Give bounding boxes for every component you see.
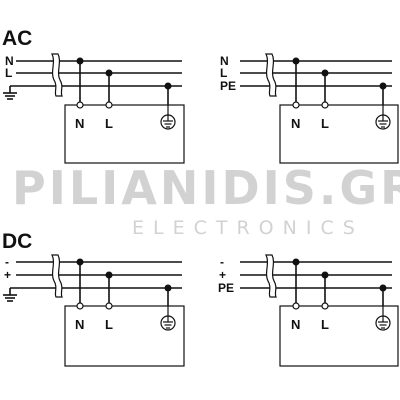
terminal-l: [105, 302, 113, 310]
terminal-n: [292, 101, 300, 109]
junction-dot: [76, 57, 84, 65]
ac-heading: AC: [2, 27, 32, 50]
terminal-l: [105, 101, 113, 109]
terminal-label-l: L: [321, 116, 329, 131]
watermark-tagline: ELECTRONICS: [132, 217, 364, 239]
wire-label-3: PE: [220, 79, 236, 93]
watermark-brand: PILIANIDIS.GR: [12, 161, 400, 215]
panel-ac-left: N L N L: [3, 53, 185, 164]
terminal-n: [76, 101, 84, 109]
device-box: [64, 305, 185, 367]
device-box: [64, 104, 185, 164]
terminal-n: [76, 302, 84, 310]
dc-heading: DC: [2, 230, 32, 253]
junction-dot: [105, 271, 113, 279]
terminal-l: [321, 101, 329, 109]
terminal-label-n: N: [291, 317, 300, 332]
terminal-label-l: L: [105, 317, 113, 332]
cable-break-icon: [51, 254, 63, 298]
wire-label-1: -: [5, 255, 9, 269]
protective-earth-icon: [375, 105, 391, 130]
wire-label-2: +: [219, 268, 226, 282]
wire-label-1: N: [5, 54, 14, 68]
terminal-label-n: N: [75, 116, 84, 131]
wire-label-3: PE: [218, 281, 234, 295]
ground-icon: [3, 288, 17, 302]
terminal-label-n: N: [291, 116, 300, 131]
panel-dc-left: - + N L: [3, 254, 185, 367]
terminal-l: [321, 302, 329, 310]
protective-earth-icon: [375, 306, 391, 331]
junction-dot: [379, 284, 387, 292]
terminal-label-l: L: [105, 116, 113, 131]
junction-dot: [321, 69, 329, 77]
wire-label-2: L: [220, 66, 227, 80]
junction-dot: [76, 258, 84, 266]
protective-earth-icon: [160, 105, 176, 130]
terminal-label-l: L: [321, 317, 329, 332]
wire-label-1: -: [220, 255, 224, 269]
junction-dot: [164, 82, 172, 90]
junction-dot: [292, 258, 300, 266]
protective-earth-icon: [160, 306, 176, 331]
terminal-label-n: N: [75, 317, 84, 332]
cable-break-icon: [265, 53, 277, 97]
panel-dc-right: - + PE N L: [218, 254, 399, 367]
wire-label-1: N: [220, 54, 229, 68]
device-box: [279, 305, 399, 367]
junction-dot: [105, 69, 113, 77]
terminal-n: [292, 302, 300, 310]
device-box: [279, 104, 399, 164]
junction-dot: [292, 57, 300, 65]
cable-break-icon: [51, 53, 63, 97]
junction-dot: [164, 284, 172, 292]
wire-label-2: +: [4, 268, 11, 282]
wire-label-2: L: [5, 66, 12, 80]
panel-ac-right: N L PE N L: [220, 53, 399, 164]
junction-dot: [321, 271, 329, 279]
ground-icon: [3, 86, 17, 100]
cable-break-icon: [265, 254, 277, 298]
junction-dot: [379, 82, 387, 90]
